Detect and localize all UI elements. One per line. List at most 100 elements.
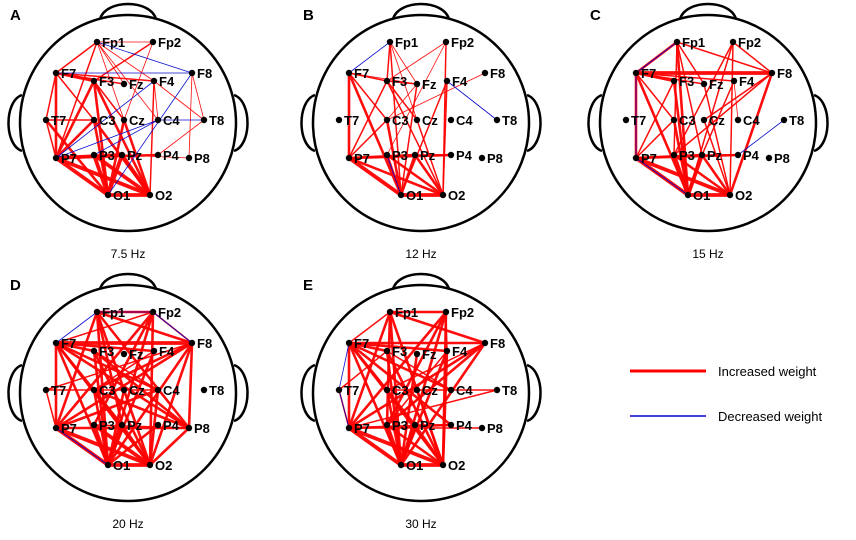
connection-fp1-p7: [347, 310, 392, 430]
electrode-label-p7: P7: [641, 151, 657, 166]
electrode-o2: [439, 461, 447, 469]
connection-f8-t8: [191, 72, 205, 121]
electrode-label-t8: T8: [209, 383, 224, 398]
connection-t8-p4: [157, 119, 205, 156]
electrode-f4: [443, 77, 451, 85]
electrode-label-f4: F4: [159, 344, 175, 359]
electrode-cz: [413, 116, 421, 124]
right-ear: [526, 93, 542, 153]
electrode-f7: [345, 339, 353, 347]
connection-f7-t7: [45, 72, 57, 121]
connection-f7-fp2: [55, 311, 154, 344]
electrode-f4: [730, 77, 738, 85]
electrode-label-cz: Cz: [709, 113, 725, 128]
connection-fp2-f3: [93, 41, 154, 82]
nose: [391, 272, 451, 290]
connection-t8-p7: [348, 389, 498, 429]
connection-f8-p8: [187, 341, 194, 430]
electrode-cz: [120, 386, 128, 394]
connection-f7-fp1: [55, 41, 98, 74]
connection-p7-c3: [635, 119, 675, 159]
connection-o1-fp1: [675, 40, 690, 197]
electrode-cz: [120, 116, 128, 124]
electrode-label-o2: O2: [735, 188, 752, 203]
electrode-f7: [345, 69, 353, 77]
electrode-label-c4: C4: [456, 383, 473, 398]
electrode-f8: [481, 69, 489, 77]
electrode-label-t8: T8: [502, 383, 517, 398]
nose: [391, 2, 451, 20]
electrode-o1: [104, 191, 112, 199]
left-ear: [300, 363, 316, 423]
connection-fp1-c4: [96, 41, 159, 121]
right-ear: [526, 363, 542, 423]
electrode-label-o1: O1: [406, 188, 423, 203]
electrode-fp1: [93, 38, 101, 46]
electrode-f3: [383, 77, 391, 85]
connection-o2-p7: [54, 426, 152, 467]
electrode-f3: [90, 77, 98, 85]
connection-o2-p7: [54, 156, 152, 197]
connection-f8-p7: [54, 341, 194, 430]
connection-o2-p7: [347, 156, 445, 197]
connection-o2-fp2: [442, 41, 447, 196]
connection-f4-t8: [446, 80, 498, 121]
connection-fp2-p3: [386, 41, 447, 156]
connection-f7-c3: [635, 72, 675, 121]
connection-f7-c3: [348, 72, 388, 121]
electrode-label-t7: T7: [51, 113, 66, 128]
electrode-label-t7: T7: [344, 113, 359, 128]
connection-o2-f4: [441, 349, 449, 467]
electrode-c4: [447, 386, 455, 394]
connection-f8-c3: [386, 342, 486, 391]
connection-o2-f3: [92, 79, 152, 197]
connection-o2-cz: [703, 119, 731, 196]
connection-f7-fp1: [635, 41, 678, 74]
electrode-label-p3: P3: [392, 148, 408, 163]
connection-o1-p3: [386, 154, 402, 196]
electrode-p4: [734, 151, 742, 159]
connection-fp1-fz: [389, 41, 418, 85]
connection-fp2-f8: [152, 311, 193, 344]
connection-f8-p8: [188, 72, 193, 159]
connection-f3-c4: [93, 350, 159, 391]
panel-caption: 20 Hz: [112, 517, 143, 531]
panel-letter: D: [10, 277, 21, 294]
electrode-t8: [780, 116, 788, 124]
electrode-label-f7: F7: [354, 66, 369, 81]
electrode-p3: [670, 151, 678, 159]
connection-o2-p7: [634, 156, 732, 197]
connection-p7-fp1: [55, 41, 98, 159]
electrode-label-o2: O2: [448, 458, 465, 473]
electrode-t7: [335, 386, 343, 394]
connection-f3-cz: [386, 80, 418, 121]
electrode-c4: [154, 386, 162, 394]
connection-f8-p7: [347, 341, 487, 430]
electrode-label-fp2: Fp2: [451, 305, 474, 320]
electrode-p8: [185, 154, 193, 162]
electrode-label-c4: C4: [163, 383, 180, 398]
electrode-label-t8: T8: [209, 113, 224, 128]
electrode-fz: [700, 80, 708, 88]
connection-p7-t7: [45, 119, 57, 159]
electrode-p4: [154, 421, 162, 429]
connection-f8-c3: [92, 341, 194, 392]
electrode-label-f8: F8: [197, 66, 212, 81]
panel-letter: C: [590, 7, 601, 24]
electrode-label-f3: F3: [99, 74, 114, 89]
connection-o2-f8: [728, 71, 774, 197]
electrode-label-p7: P7: [61, 151, 77, 166]
electrode-label-p7: P7: [354, 421, 370, 436]
electrode-p7: [632, 154, 640, 162]
electrode-fp2: [442, 38, 450, 46]
connection-o2-cz: [122, 118, 152, 197]
connection-f8-c3: [386, 72, 486, 121]
electrode-label-o2: O2: [155, 188, 172, 203]
electrode-c3: [383, 116, 391, 124]
connection-f4-pz: [701, 80, 735, 156]
nose: [678, 2, 738, 20]
electrode-p7: [345, 424, 353, 432]
